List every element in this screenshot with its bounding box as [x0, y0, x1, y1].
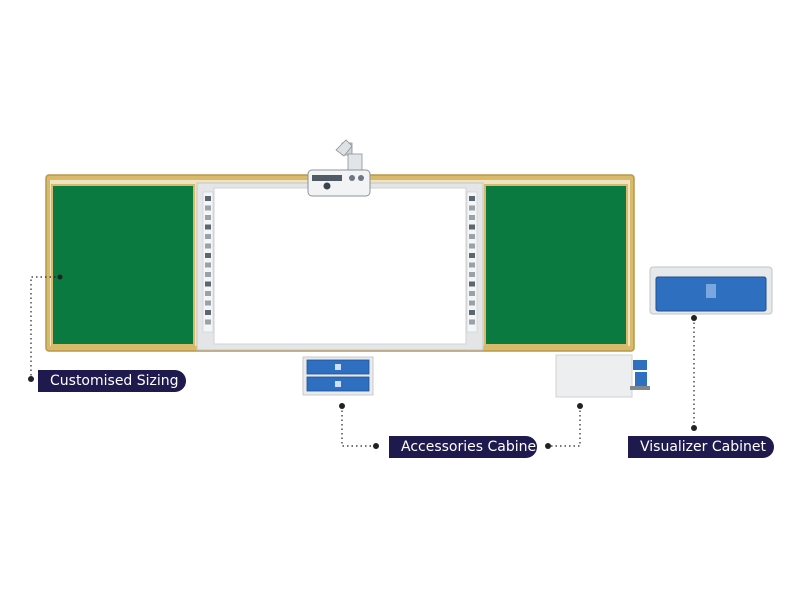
tool-button-icon — [205, 215, 211, 220]
leader-lines — [30, 276, 695, 447]
storage-cabinet-image — [555, 354, 650, 398]
tool-button-icon — [469, 319, 475, 325]
sizing-leader — [30, 276, 60, 379]
tool-button-icon — [469, 215, 475, 220]
tool-button-icon — [469, 234, 475, 239]
leader-dots — [28, 274, 697, 449]
tool-button-icon — [205, 272, 211, 277]
tool-button-icon — [205, 205, 211, 211]
accessories-cabinet-label: Accessories Cabinet — [389, 436, 542, 458]
tool-button-icon — [469, 300, 475, 306]
tool-button-icon — [469, 196, 475, 201]
left-toolbar-icon — [202, 191, 214, 333]
right-green-board — [484, 184, 628, 346]
accessories-leader-left — [341, 406, 376, 447]
left-green-board — [51, 184, 195, 346]
tool-button-icon — [205, 310, 211, 315]
visualizer-cabinet-label: Visualizer Cabinet — [628, 436, 774, 458]
right-toolbar-icon — [466, 191, 478, 333]
tool-button-icon — [205, 319, 211, 325]
tool-button-icon — [205, 224, 211, 230]
tool-button-icon — [205, 253, 211, 258]
visualizer-cabinet-image — [649, 266, 773, 315]
tool-button-icon — [469, 253, 475, 258]
tool-button-icon — [469, 205, 475, 211]
tool-button-icon — [205, 291, 211, 296]
interactive-whiteboard — [213, 187, 467, 345]
tool-button-icon — [469, 224, 475, 230]
tool-button-icon — [469, 291, 475, 296]
projector-icon — [307, 139, 371, 197]
tool-button-icon — [469, 243, 475, 249]
tool-button-icon — [469, 272, 475, 277]
tool-button-icon — [205, 243, 211, 249]
tool-button-icon — [205, 234, 211, 239]
tool-button-icon — [205, 281, 211, 287]
tool-button-icon — [205, 262, 211, 268]
customised-sizing-label: Customised Sizing — [38, 370, 186, 392]
tool-button-icon — [469, 262, 475, 268]
tool-button-icon — [469, 310, 475, 315]
tool-button-icon — [469, 281, 475, 287]
accessories-cabinet-image — [302, 356, 374, 396]
tool-button-icon — [205, 196, 211, 201]
tool-button-icon — [205, 300, 211, 306]
accessories-leader-right — [548, 406, 581, 447]
